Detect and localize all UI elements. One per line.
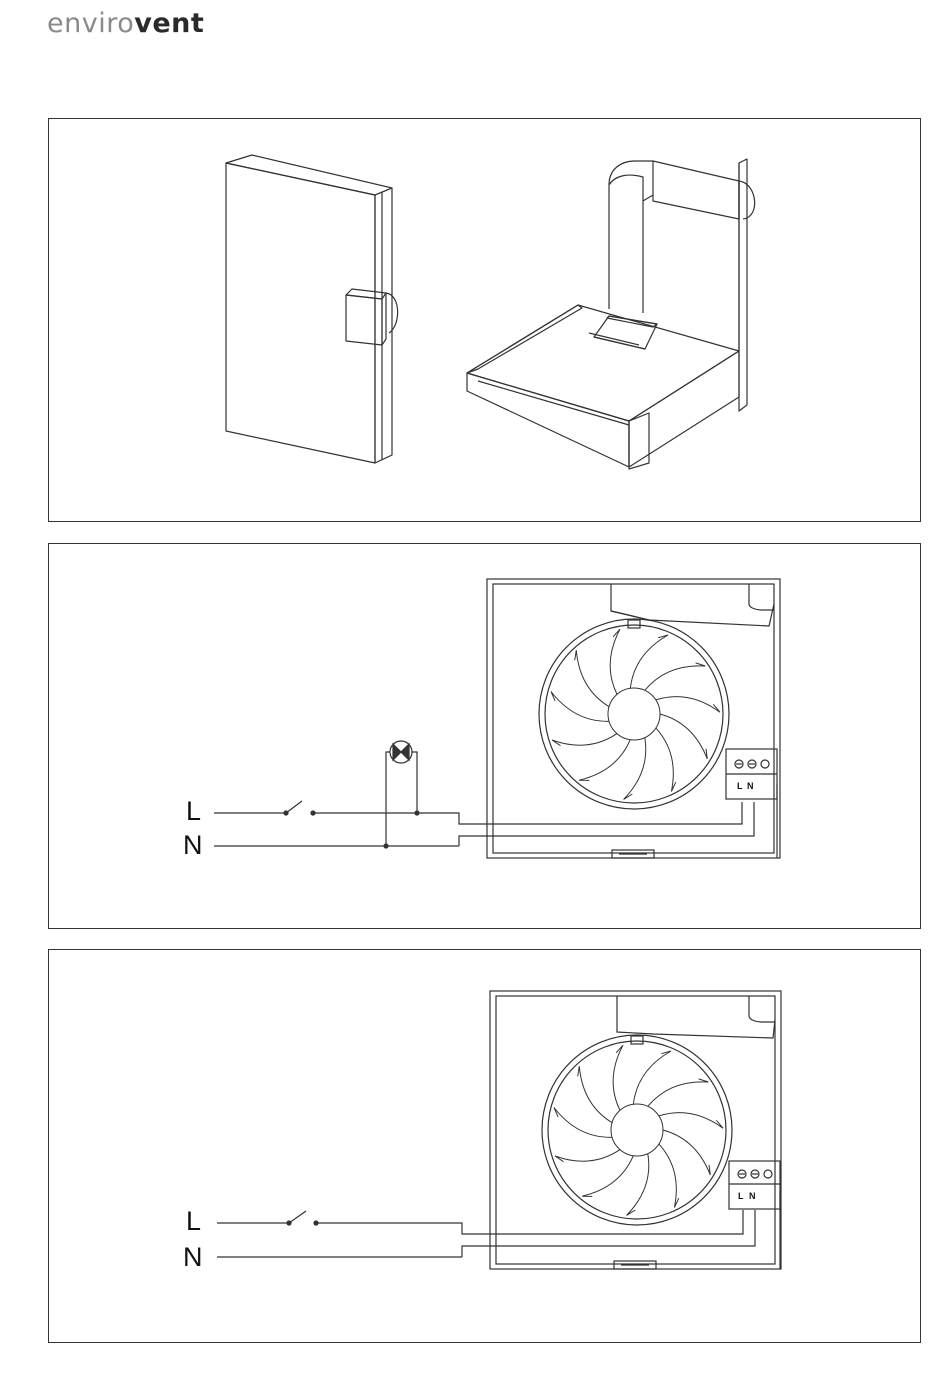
fan-unit [490, 991, 781, 1269]
impeller-blades [554, 1045, 723, 1215]
impeller-blade [579, 740, 630, 781]
installation-illustrations [49, 119, 922, 523]
wiring-diagram-timer: L N [49, 544, 922, 930]
impeller-blade [659, 1144, 679, 1207]
terminal-label-neutral: N [749, 1191, 756, 1201]
logo-text-dark: vent [134, 8, 204, 39]
supply-wiring [214, 752, 777, 858]
impeller-hub [611, 1104, 663, 1156]
impeller-blade [613, 1045, 623, 1110]
live-label: L [186, 796, 201, 827]
impeller-blade [656, 697, 720, 713]
lamp-icon [390, 741, 412, 763]
impeller-blade [552, 734, 617, 746]
ceiling-mount-illustration [467, 159, 755, 469]
wall-mount-illustration [226, 155, 398, 463]
impeller-blade [610, 629, 620, 694]
impeller-blade [575, 650, 609, 707]
switch-contact [286, 801, 302, 813]
impeller-blade [656, 728, 676, 791]
wiring-diagram-timer-panel: L N L N [48, 543, 921, 929]
impeller-blade [660, 714, 707, 759]
terminal-block: L N [726, 749, 777, 799]
impeller-blade [554, 1108, 612, 1138]
terminal-label-live: L [738, 1191, 744, 1201]
impeller-blade [551, 692, 609, 722]
neutral-label: N [183, 1242, 203, 1273]
switch-contact [289, 1211, 306, 1223]
fan-ring-outer [539, 619, 729, 809]
impeller-blade [582, 1156, 633, 1197]
impeller-blade [659, 1113, 723, 1129]
fan-unit [487, 579, 780, 858]
envirovent-logo: envirovent [47, 8, 204, 39]
impeller-blade [555, 1150, 620, 1162]
supply-wiring [217, 1191, 780, 1269]
impeller-blade [630, 635, 668, 688]
wiring-diagram-basic-panel: L N L N [48, 949, 921, 1343]
impeller-blade [578, 1066, 612, 1123]
logo-text-light: enviro [47, 8, 134, 39]
wiring-diagram-basic: L N [49, 950, 922, 1344]
neutral-label: N [183, 830, 203, 861]
impeller-blades [551, 629, 720, 799]
impeller-hub [608, 688, 660, 740]
installation-diagram-panel [48, 118, 921, 522]
terminal-block: L N [729, 1161, 780, 1209]
impeller-blade [645, 663, 706, 690]
switch-terminal-1 [284, 811, 288, 815]
impeller-blade [663, 1130, 710, 1175]
impeller-blade [633, 1051, 671, 1104]
live-label: L [186, 1206, 201, 1237]
terminal-label-live: L [737, 781, 743, 791]
terminal-label-neutral: N [747, 781, 754, 791]
fan-ring-inner [545, 625, 723, 803]
impeller-blade [648, 1079, 709, 1106]
